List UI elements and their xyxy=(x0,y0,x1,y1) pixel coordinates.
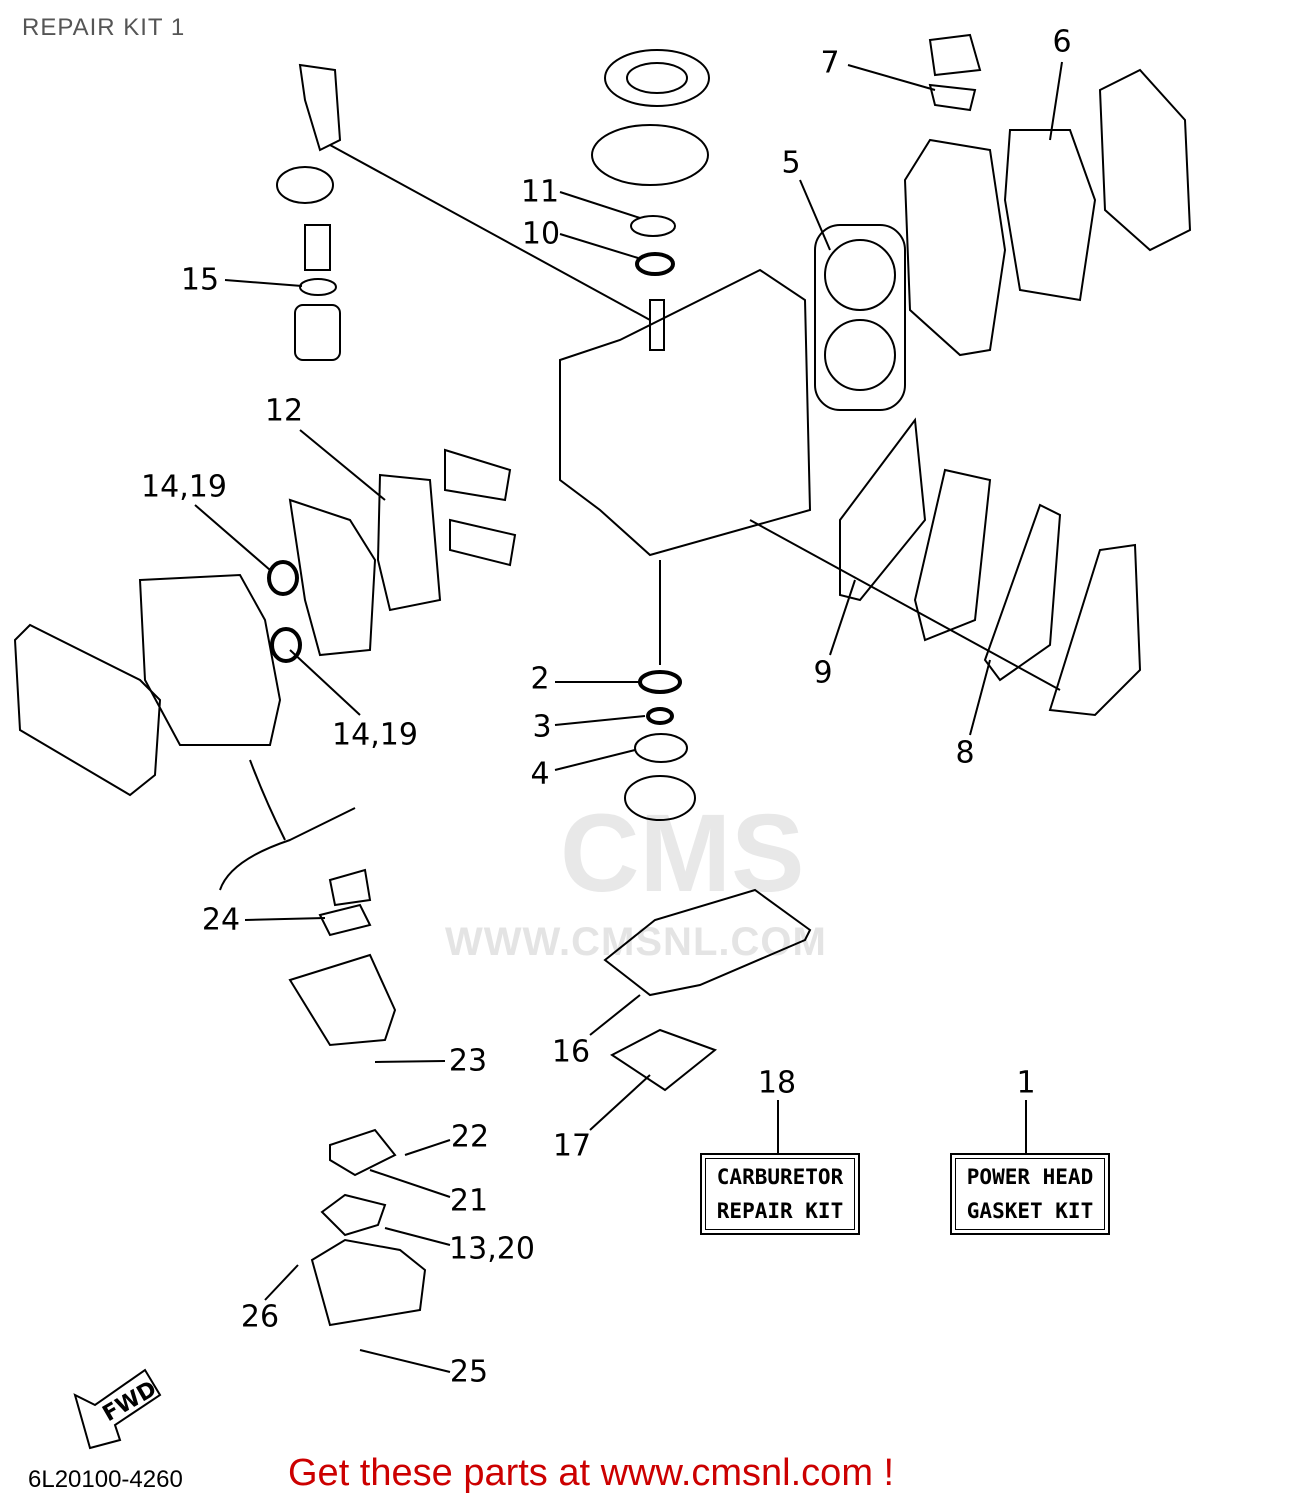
callout-15: 15 xyxy=(180,262,220,298)
callout-10: 10 xyxy=(521,216,561,252)
power-head-gasket-kit-box: POWER HEAD GASKET KIT xyxy=(950,1153,1110,1235)
promo-link[interactable]: Get these parts at www.cmsnl.com ! xyxy=(288,1452,895,1494)
callout-4: 4 xyxy=(530,756,550,792)
callout-25: 25 xyxy=(449,1354,489,1390)
callout-26: 26 xyxy=(240,1299,280,1335)
callout-6: 6 xyxy=(1052,24,1072,60)
callout-14-19-lower: 14,19 xyxy=(332,717,418,753)
callout-1: 1 xyxy=(1016,1065,1036,1101)
callout-14-19-upper: 14,19 xyxy=(141,469,227,505)
callout-5: 5 xyxy=(781,145,801,181)
callout-22: 22 xyxy=(450,1119,490,1155)
watermark-url: WWW.CMSNL.COM xyxy=(445,920,827,964)
kit-label-line2: GASKET KIT xyxy=(966,1199,1094,1223)
fwd-label: FWD xyxy=(99,1377,161,1427)
watermark-logo: CMS xyxy=(560,792,805,915)
callout-21: 21 xyxy=(449,1183,489,1219)
parts xyxy=(13,33,1192,1327)
carburetor-repair-kit-box: CARBURETOR REPAIR KIT xyxy=(700,1153,860,1235)
callout-13-20: 13,20 xyxy=(449,1231,535,1267)
kit-label-line1: POWER HEAD xyxy=(966,1165,1094,1189)
callout-24: 24 xyxy=(201,902,241,938)
callout-8: 8 xyxy=(955,735,975,771)
callout-2: 2 xyxy=(530,661,550,697)
leader-lines xyxy=(194,61,1063,1373)
fwd-arrow-icon: FWD xyxy=(73,1368,162,1450)
callout-3: 3 xyxy=(532,709,552,745)
callout-17: 17 xyxy=(552,1128,592,1164)
diagram-title: REPAIR KIT 1 xyxy=(22,14,186,41)
callout-11: 11 xyxy=(520,174,560,210)
kit-label-line1: CARBURETOR xyxy=(716,1165,844,1189)
callout-23: 23 xyxy=(448,1043,488,1079)
kit-label-line2: REPAIR KIT xyxy=(716,1199,844,1223)
callout-16: 16 xyxy=(551,1034,591,1070)
callout-12: 12 xyxy=(264,393,304,429)
callout-18: 18 xyxy=(757,1065,797,1101)
diagram-code: 6L20100-4260 xyxy=(28,1466,183,1493)
callout-9: 9 xyxy=(813,655,833,691)
callout-7: 7 xyxy=(820,45,840,81)
